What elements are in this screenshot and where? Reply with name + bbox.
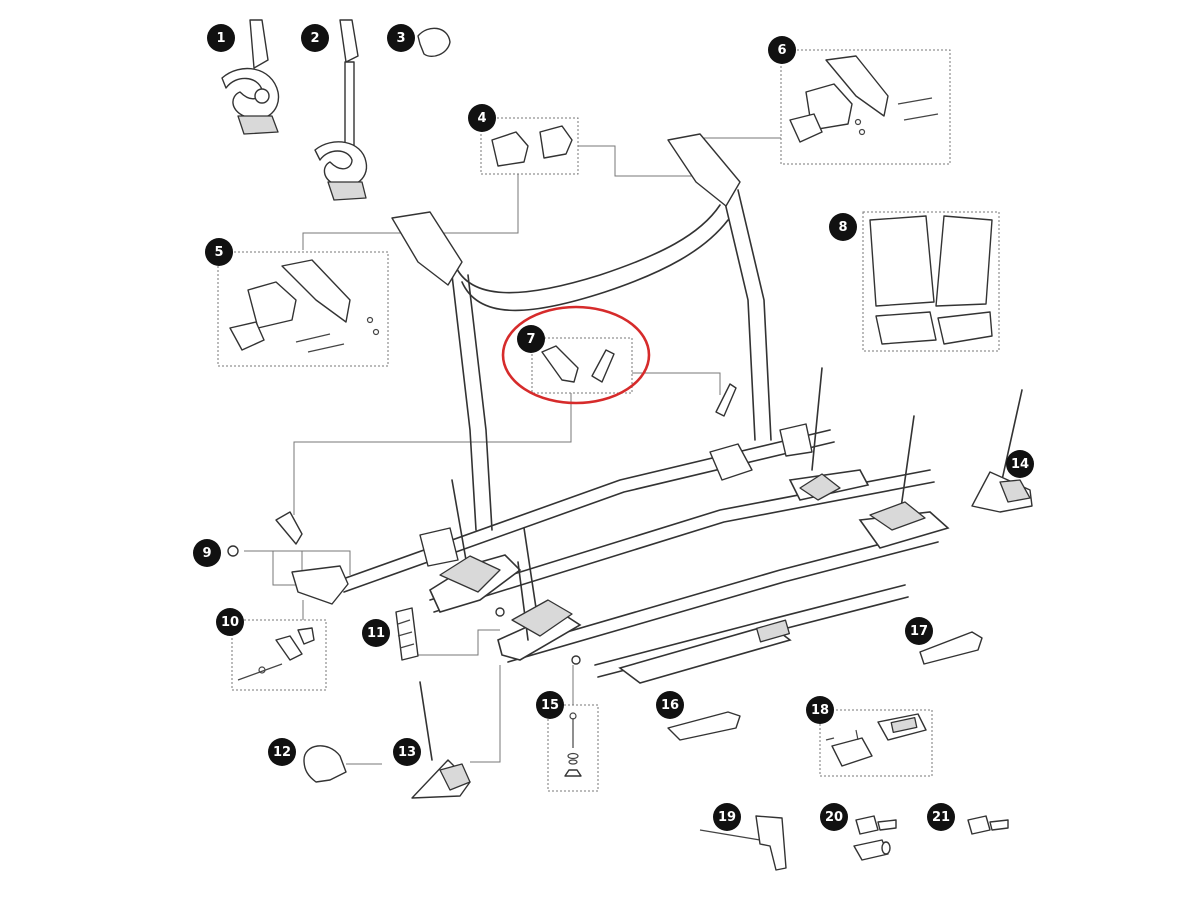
callout-badge-6[interactable]: 6	[768, 36, 796, 64]
part-8-illustration	[869, 215, 993, 345]
callout-badge-13[interactable]: 13	[393, 738, 421, 766]
part-9-illustration	[227, 545, 239, 557]
callout-badge-20[interactable]: 20	[820, 803, 848, 831]
part-3-illustration	[417, 27, 451, 58]
callout-badge-16[interactable]: 16	[656, 691, 684, 719]
part-11-illustration	[395, 607, 419, 661]
callout-badge-21[interactable]: 21	[927, 803, 955, 831]
part-6-illustration	[789, 55, 939, 143]
part-7-illustration	[541, 345, 737, 417]
part-4-illustration	[491, 125, 573, 167]
part-12-illustration	[303, 745, 347, 783]
callout-badge-9[interactable]: 9	[193, 539, 221, 567]
callout-badge-11[interactable]: 11	[362, 619, 390, 647]
callout-badge-18[interactable]: 18	[806, 696, 834, 724]
part-2-illustration	[314, 19, 368, 201]
part-13-illustration	[411, 681, 471, 799]
part-20-illustration	[853, 815, 897, 861]
part-1-illustration	[221, 19, 280, 135]
callout-badge-19[interactable]: 19	[713, 803, 741, 831]
callout-badge-7[interactable]: 7	[517, 325, 545, 353]
part-9-lever	[275, 511, 349, 605]
leader-lines	[217, 49, 1000, 792]
part-19-illustration	[699, 815, 787, 871]
part-14-illustration	[971, 389, 1033, 513]
callout-badge-14[interactable]: 14	[1006, 450, 1034, 478]
callout-badge-1[interactable]: 1	[207, 24, 235, 52]
part-5-illustration	[229, 259, 380, 353]
callout-badge-17[interactable]: 17	[905, 617, 933, 645]
callout-badge-15[interactable]: 15	[536, 691, 564, 719]
part-21-illustration	[967, 815, 1009, 835]
callout-badge-12[interactable]: 12	[268, 738, 296, 766]
carrier-frame	[339, 133, 950, 684]
callout-badge-8[interactable]: 8	[829, 213, 857, 241]
part-16-illustration	[667, 711, 741, 741]
part-15-illustration	[564, 712, 582, 777]
part-17-illustration	[919, 631, 983, 665]
callout-badge-4[interactable]: 4	[468, 104, 496, 132]
callout-badge-10[interactable]: 10	[216, 608, 244, 636]
highlight-ring	[501, 305, 651, 405]
part-10-illustration	[237, 627, 315, 681]
callout-badge-5[interactable]: 5	[205, 238, 233, 266]
callout-badge-3[interactable]: 3	[387, 24, 415, 52]
callout-badge-2[interactable]: 2	[301, 24, 329, 52]
part-18-illustration	[825, 713, 927, 767]
